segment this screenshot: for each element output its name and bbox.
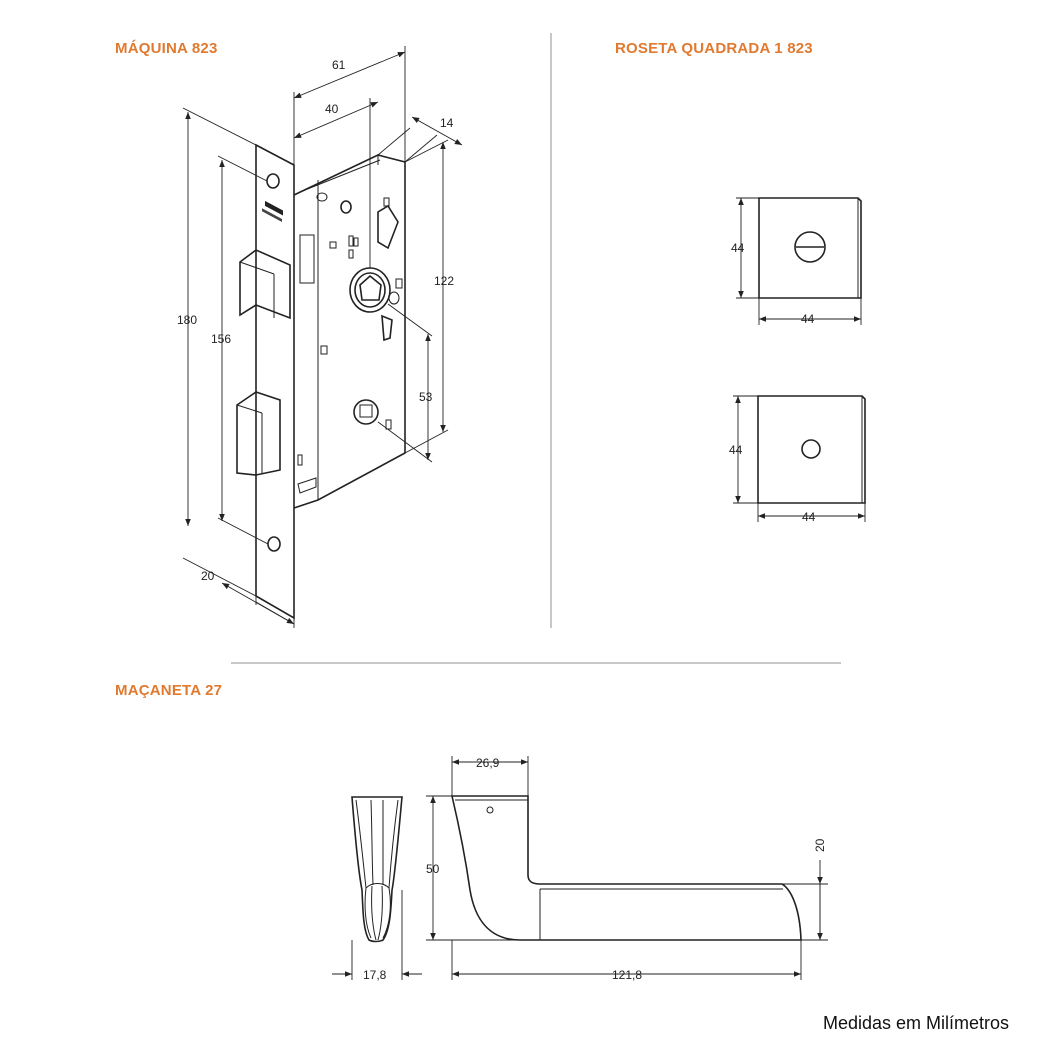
dim-hub-distance: 53	[419, 390, 433, 404]
follower-hub	[349, 267, 391, 313]
lock-machine-drawing: 61 40 14 180 156 122	[177, 46, 463, 628]
rosette-top-height: 44	[731, 241, 745, 255]
rosette-privacy-drawing: 44 44	[731, 197, 862, 326]
dim-width-total: 61	[332, 58, 346, 72]
latch-bolt	[239, 249, 291, 320]
latch-lever	[377, 204, 399, 250]
machine-heading: MÁQUINA 823	[115, 40, 218, 57]
dim-handle-tip: 20	[813, 838, 827, 852]
rosette-bottom-height: 44	[729, 443, 743, 457]
dim-plate-height: 180	[177, 313, 197, 327]
dim-depth: 14	[440, 116, 454, 130]
dim-handle-top-width: 26,9	[476, 756, 500, 770]
dim-plate-width: 20	[201, 569, 215, 583]
handle-heading: MAÇANETA 27	[115, 682, 223, 699]
dim-handle-length: 121,8	[612, 968, 642, 982]
brand-marking	[262, 200, 283, 222]
dead-bolt	[236, 391, 281, 476]
rosette-top-width: 44	[801, 312, 815, 326]
rosette-emergency-drawing: 44 44	[729, 395, 866, 524]
lock-case	[293, 154, 406, 509]
handle-front-view: 26,9 50 20 121,8	[426, 756, 828, 982]
bottom-screw-hole	[267, 536, 281, 552]
small-latch-part	[381, 314, 393, 342]
units-note: Medidas em Milímetros	[823, 1013, 1010, 1033]
rosette-bottom-width: 44	[802, 510, 816, 524]
rosette-top-square	[758, 197, 862, 299]
top-screw-hole	[266, 173, 280, 189]
dim-handle-height: 50	[426, 862, 440, 876]
dim-screw-spacing: 156	[211, 332, 231, 346]
dim-handle-side-width: 17,8	[363, 968, 387, 982]
handle-side-view: 17,8	[332, 796, 422, 982]
dim-body-height: 122	[434, 274, 454, 288]
dim-backset: 40	[325, 102, 339, 116]
lower-hub	[353, 399, 379, 425]
rosette-heading: ROSETA QUADRADA 1 823	[615, 40, 813, 57]
emergency-hole	[801, 439, 821, 459]
rosette-bottom-square	[757, 395, 866, 504]
thumbturn-hole	[794, 231, 826, 263]
